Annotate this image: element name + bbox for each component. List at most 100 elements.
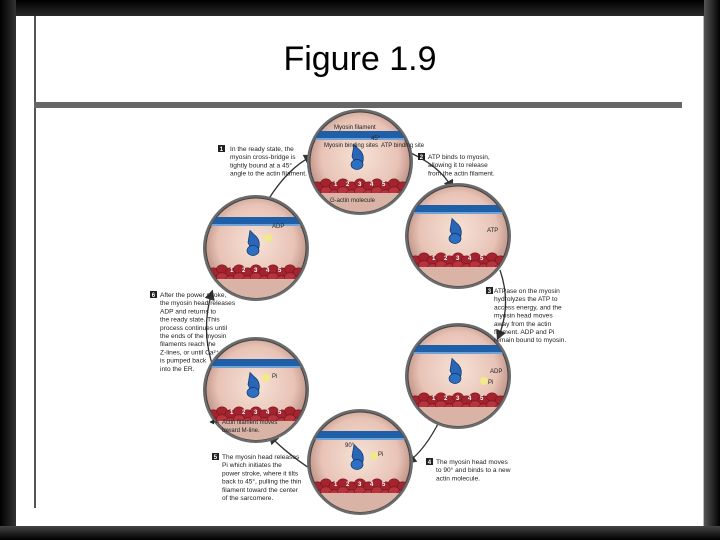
actin-number: 1 bbox=[230, 410, 234, 416]
step-caption-line: angle to the actin filament. bbox=[230, 171, 307, 178]
actin-bead bbox=[301, 414, 306, 424]
step-caption-line: ATPase on the myosin bbox=[494, 288, 560, 295]
actin-number: 3 bbox=[358, 482, 362, 488]
myosin-head bbox=[246, 229, 260, 256]
actin-bead bbox=[310, 186, 315, 196]
myosin-head bbox=[448, 217, 462, 244]
actin-number: 2 bbox=[242, 268, 246, 274]
pi-molecule bbox=[262, 374, 270, 382]
step-number-box bbox=[426, 458, 433, 465]
step-caption-line: into the ER. bbox=[160, 366, 195, 373]
actin-bead bbox=[301, 272, 306, 282]
adp-label: ADP bbox=[272, 224, 284, 230]
actin-number: 4 bbox=[266, 268, 270, 274]
actin-number: 5 bbox=[382, 182, 386, 188]
step-caption-line: filaments reach the bbox=[160, 341, 216, 348]
step-caption-line: After the power stroke, bbox=[160, 292, 227, 299]
actin-number: 2 bbox=[346, 182, 350, 188]
step-caption-line: power stroke, where it tilts bbox=[222, 470, 299, 477]
actin-number: 3 bbox=[358, 182, 362, 188]
pi-molecule bbox=[480, 377, 488, 385]
atp-label: ATP bbox=[487, 228, 498, 234]
step-caption-line: Pi which initiates the bbox=[222, 462, 282, 469]
actin-bead bbox=[310, 486, 315, 496]
step-caption-line: away from the actin bbox=[494, 321, 552, 328]
actin-moves-label: toward M-line. bbox=[222, 428, 260, 434]
cycle-arrow bbox=[405, 419, 441, 464]
step-caption-line: Z-lines, or until Ca²⁺ bbox=[160, 349, 220, 356]
step-caption-line: actin molecule. bbox=[436, 475, 480, 482]
myosin-head bbox=[246, 371, 260, 398]
actin-number: 2 bbox=[242, 410, 246, 416]
actin-bead bbox=[408, 260, 413, 270]
frame-bottom-edge bbox=[0, 526, 720, 540]
actin-number: 5 bbox=[480, 256, 484, 262]
myosin-filament-label: Myosin filament bbox=[334, 125, 376, 131]
step-caption-line: tightly bound at a 45° bbox=[230, 161, 292, 169]
actin-moves-label: Actin filament moves bbox=[222, 420, 277, 426]
step-caption-line: remain bound to myosin. bbox=[494, 337, 566, 344]
slide-vertical-rule bbox=[34, 16, 36, 508]
myosin-filament bbox=[310, 431, 410, 438]
actin-bead bbox=[503, 400, 508, 410]
angle-45-label: 45° bbox=[371, 136, 381, 142]
step-number-box bbox=[418, 153, 425, 160]
slide-title: Figure 1.9 bbox=[283, 40, 437, 78]
step-number: 1 bbox=[220, 147, 224, 153]
step-caption-line: is pumped back bbox=[160, 358, 207, 365]
myosin-head bbox=[350, 143, 364, 170]
step-caption-line: ATP binds to myosin, bbox=[428, 154, 490, 161]
actin-number: 5 bbox=[278, 410, 282, 416]
actin-number: 2 bbox=[346, 482, 350, 488]
actin-number: 3 bbox=[254, 268, 258, 274]
step-caption: 2 ATP binds to myosin,allowing it to rele… bbox=[418, 153, 495, 177]
step-number: 2 bbox=[420, 155, 424, 161]
actin-number: 1 bbox=[230, 268, 234, 274]
myosin-filament bbox=[310, 131, 410, 138]
frame-left-edge bbox=[0, 0, 16, 540]
actin-bead bbox=[405, 486, 410, 496]
actin-number: 5 bbox=[382, 482, 386, 488]
myosin-binding-sites-label: Myosin binding sites bbox=[324, 143, 378, 149]
actin-bead bbox=[206, 414, 211, 424]
step-caption-line: from the actin filament. bbox=[428, 170, 495, 177]
step-caption-line: to 90° and binds to a new bbox=[436, 466, 511, 474]
actin-bead bbox=[206, 272, 211, 282]
myosin-filament bbox=[206, 217, 306, 224]
actin-number: 3 bbox=[456, 396, 460, 402]
actin-bead bbox=[408, 400, 413, 410]
actin-number: 1 bbox=[334, 482, 338, 488]
actin-number: 2 bbox=[444, 256, 448, 262]
actin-number: 1 bbox=[334, 182, 338, 188]
atp-binding-site-label: ATP binding site bbox=[381, 143, 425, 149]
step-number-box bbox=[150, 291, 157, 298]
step-caption-line: The myosin head moves bbox=[436, 459, 509, 466]
step-caption-line: myosin head moves bbox=[494, 313, 553, 320]
actin-number: 3 bbox=[456, 256, 460, 262]
step-caption-line: filament toward the center bbox=[222, 487, 299, 494]
step-caption-line: the ends of the myosin bbox=[160, 333, 227, 340]
actin-number: 1 bbox=[432, 396, 436, 402]
step-number-box bbox=[212, 453, 219, 460]
step-caption-line: allowing it to release bbox=[428, 162, 488, 169]
actin-number: 3 bbox=[254, 410, 258, 416]
step-caption-line: the ready state. This bbox=[160, 317, 220, 324]
myosin-head bbox=[448, 357, 462, 384]
cycle-arrow bbox=[496, 269, 507, 341]
actin-bead bbox=[503, 260, 508, 270]
slide-horizontal-rule bbox=[34, 102, 682, 108]
myosin-filament bbox=[408, 345, 508, 352]
step-number: 4 bbox=[428, 460, 432, 466]
actin-number: 4 bbox=[468, 396, 472, 402]
